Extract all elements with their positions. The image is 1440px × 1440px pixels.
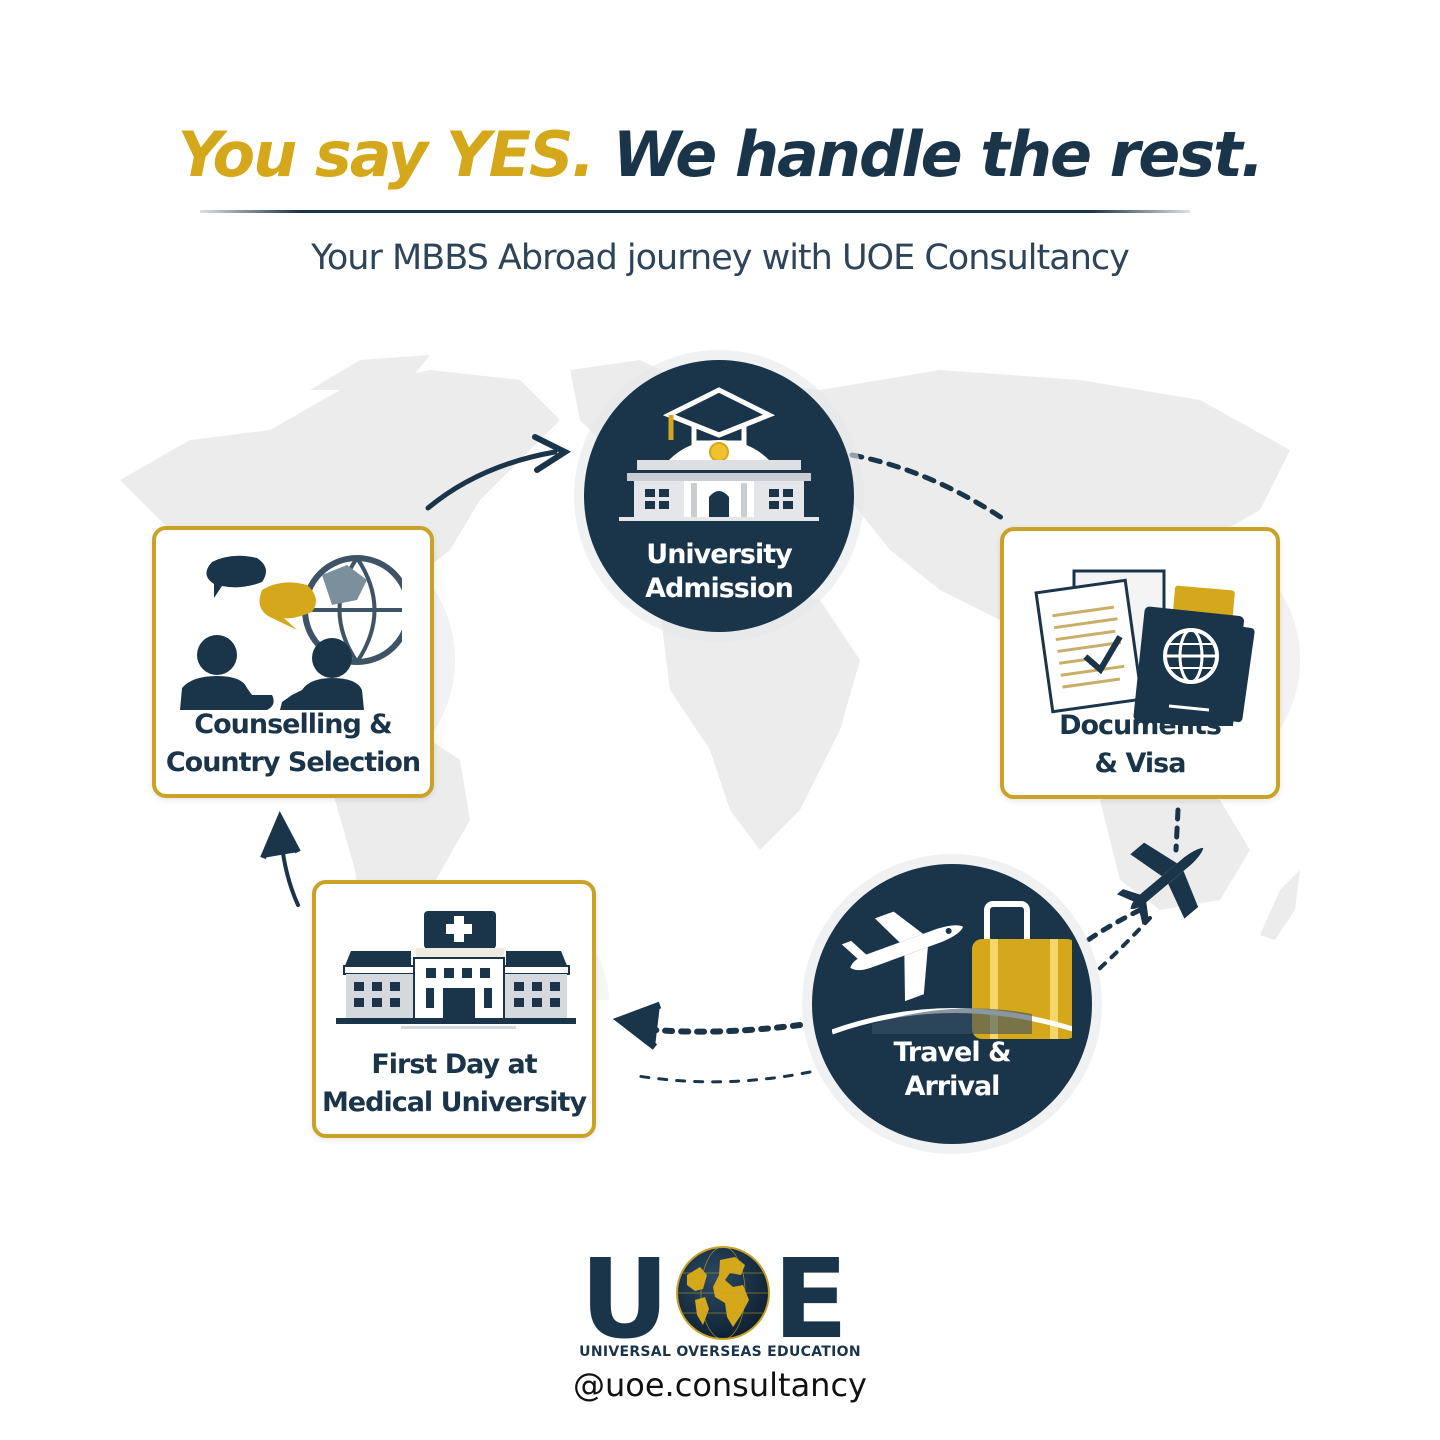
airplane-icon — [1116, 842, 1204, 925]
university-graduation-cap-icon — [619, 387, 819, 521]
subtitle: Your MBBS Abroad journey with UOE Consul… — [311, 238, 1130, 278]
logo-letter-u: U — [580, 1235, 670, 1363]
social-handle: @uoe.consultancy — [573, 1366, 867, 1404]
brand-name: UNIVERSAL OVERSEAS EDUCATION — [579, 1344, 861, 1360]
logo-letter-e: E — [773, 1235, 849, 1363]
step-counselling-card: Counselling & Country Selection — [152, 526, 434, 798]
headline: You say YES. We handle the rest. — [0, 118, 1440, 191]
step-travel-circle: Travel & Arrival — [812, 864, 1092, 1144]
step-counselling-label: Counselling & Country Selection — [165, 709, 421, 778]
step-travel-label: Travel & Arrival — [893, 1037, 1011, 1102]
headline-yes: You say YES. — [177, 118, 596, 191]
step-first-day-card: First Day at Medical University — [312, 880, 596, 1138]
step-documents-card: Documents & Visa — [1000, 527, 1280, 799]
headline-rest: We handle the rest. — [612, 118, 1265, 191]
documents-passport-icon — [1034, 569, 1255, 726]
divider — [200, 210, 1190, 213]
airplane-luggage-icon — [832, 901, 1072, 1039]
globe-logo-icon — [676, 1246, 770, 1340]
step-admission-circle: University Admission — [584, 360, 854, 632]
arrow-to-admission — [425, 449, 558, 511]
hospital-building-icon — [336, 911, 576, 1029]
step-admission-label: University Admission — [645, 539, 794, 604]
step-first-day-label: First Day at Medical University — [321, 1049, 587, 1118]
step-documents-label: Documents & Visa — [1059, 710, 1222, 779]
counselling-globe-icon — [180, 555, 402, 710]
